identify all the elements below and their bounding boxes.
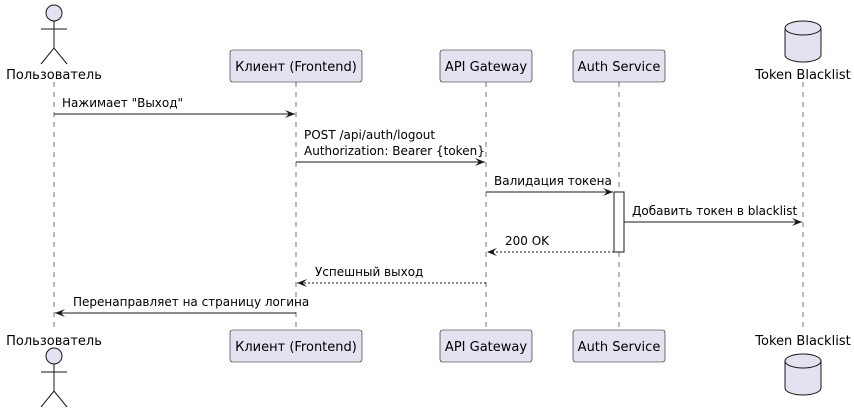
message-4: Добавить токен в blacklist <box>624 204 802 226</box>
database-rim-icon <box>784 360 822 369</box>
message-label: Валидация токена <box>494 174 612 188</box>
message-label: Нажимает "Выход" <box>62 96 183 110</box>
message-label: 200 OK <box>505 234 550 248</box>
participant-user-top: Пользователь <box>6 4 102 83</box>
arrow-head-icon <box>603 188 613 196</box>
participant-client-bottom: Клиент (Frontend) <box>229 329 363 363</box>
message-6: Успешный выход <box>297 265 486 287</box>
participant-label: Auth Service <box>578 340 661 355</box>
participant-label: Клиент (Frontend) <box>235 340 357 355</box>
message-1: Нажимает "Выход" <box>54 96 295 118</box>
participant-label: Auth Service <box>578 60 661 75</box>
participant-box <box>572 329 666 363</box>
message-label: POST /api/auth/logout <box>304 128 435 142</box>
message-label: Authorization: Bearer {token} <box>304 144 485 158</box>
participant-label: API Gateway <box>445 340 527 355</box>
participant-box <box>572 49 666 83</box>
actor-legs-icon <box>40 47 68 65</box>
participant-label: Token Blacklist <box>754 68 850 83</box>
message-5: 200 OK <box>487 234 614 256</box>
message-3: Валидация токена <box>486 174 613 196</box>
participant-blacklist-top: Token Blacklist <box>754 20 851 83</box>
participant-label: API Gateway <box>445 60 527 75</box>
participant-box <box>439 329 533 363</box>
arrow-head-icon <box>487 248 497 256</box>
message-label: Перенаправляет на страницу логина <box>73 295 309 309</box>
message-label: Добавить токен в blacklist <box>632 204 798 218</box>
arrow-head-icon <box>475 158 485 166</box>
activation-bar-auth <box>613 191 625 253</box>
participant-client-top: Клиент (Frontend) <box>229 49 363 83</box>
participant-label: Пользователь <box>6 334 102 349</box>
participant-auth-bottom: Auth Service <box>572 329 666 363</box>
participant-label: Клиент (Frontend) <box>235 60 357 75</box>
actor-head-icon <box>45 347 63 365</box>
participant-auth-top: Auth Service <box>572 49 666 83</box>
participant-user-bottom: Пользователь <box>6 334 102 408</box>
arrow-head-icon <box>55 309 65 317</box>
database-icon <box>784 353 822 396</box>
participant-box <box>229 329 363 363</box>
arrow-head-icon <box>285 110 295 118</box>
messages: Нажимает "Выход" POST /api/auth/logoutAut… <box>54 96 802 317</box>
participant-gateway-bottom: API Gateway <box>439 329 533 363</box>
participant-box <box>439 49 533 83</box>
activations <box>613 191 625 253</box>
participant-box <box>229 49 363 83</box>
message-label: Успешный выход <box>315 265 423 279</box>
actor-head-icon <box>45 4 63 22</box>
participant-blacklist-bottom: Token Blacklist <box>754 334 851 396</box>
participant-label: Пользователь <box>6 68 102 83</box>
database-icon <box>784 20 822 63</box>
arrow-head-icon <box>792 218 802 226</box>
actor-legs-icon <box>40 390 68 408</box>
message-7: Перенаправляет на страницу логина <box>55 295 309 317</box>
participant-label: Token Blacklist <box>754 334 850 349</box>
database-rim-icon <box>784 27 822 36</box>
arrow-head-icon <box>297 279 307 287</box>
participant-gateway-top: API Gateway <box>439 49 533 83</box>
